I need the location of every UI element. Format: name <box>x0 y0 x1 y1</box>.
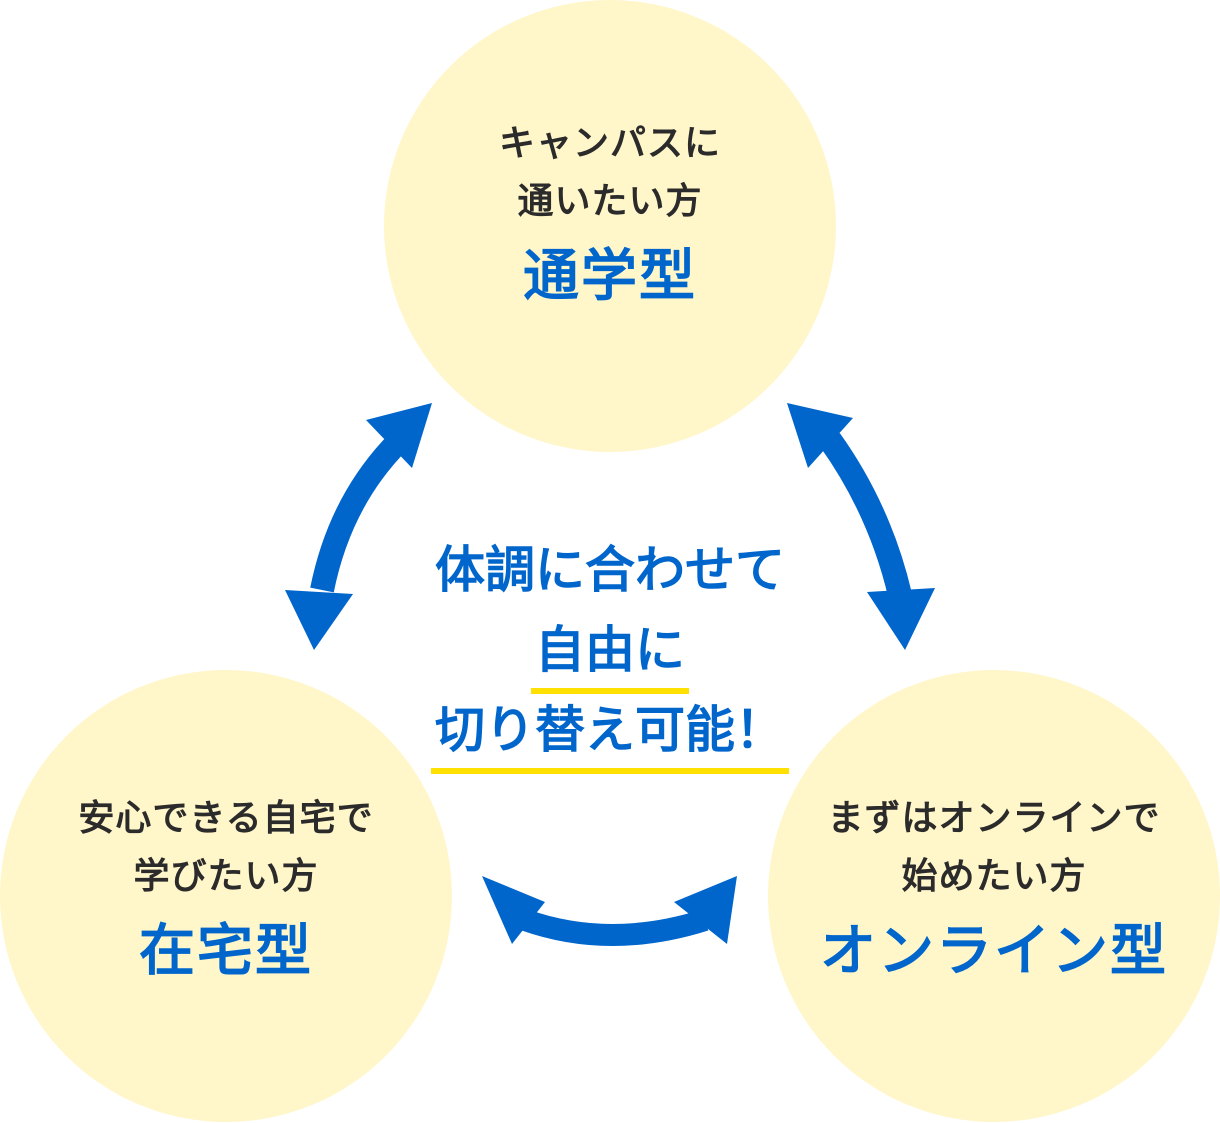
arrow-top-right-head-up <box>787 403 853 468</box>
node-online-desc-line-1: まずはオンラインで <box>827 798 1161 839</box>
arrow-bottom-shaft <box>521 909 709 946</box>
arrow-top-left-head-down <box>285 590 353 650</box>
node-commute-desc-line-2: 通いたい方 <box>517 181 703 222</box>
node-online-title: オンライン型 <box>820 919 1168 984</box>
center-message-line-3: 切り替え可能！ <box>431 690 789 774</box>
node-commute-desc: キャンパスに 通いたい方 <box>499 115 721 231</box>
node-online-desc-line-2: 始めたい方 <box>901 856 1087 897</box>
node-commute-type: キャンパスに 通いたい方 通学型 <box>384 0 836 452</box>
arrow-top-right-head-down <box>867 588 935 650</box>
node-home-type: 安心できる自宅で 学びたい方 在宅型 <box>0 670 452 1122</box>
center-message-line-2: 自由に <box>531 610 689 694</box>
node-online-desc: まずはオンラインで 始めたい方 <box>820 790 1168 906</box>
arrow-top-left-shaft <box>310 431 409 593</box>
node-home-desc-line-1: 安心できる自宅で <box>78 798 374 839</box>
arrow-bottom-head-right <box>674 876 737 944</box>
arrow-top-right <box>787 403 935 650</box>
node-commute-desc-line-1: キャンパスに <box>498 123 721 164</box>
arrow-bottom <box>482 876 737 946</box>
arrow-top-left-head-up <box>366 403 432 468</box>
arrow-top-right-shaft <box>820 433 912 598</box>
node-commute-title: 通学型 <box>522 244 697 309</box>
arrow-bottom-head-left <box>482 876 545 944</box>
center-message-line-1: 体調に合わせて <box>435 541 785 599</box>
node-home-title: 在宅型 <box>139 919 313 984</box>
center-message: 体調に合わせて 自由に 切り替え可能！ <box>400 530 820 774</box>
node-home-desc-line-2: 学びたい方 <box>133 856 319 897</box>
node-online-type: まずはオンラインで 始めたい方 オンライン型 <box>768 670 1220 1122</box>
node-home-desc: 安心できる自宅で 学びたい方 <box>78 790 373 906</box>
arrow-top-left <box>285 403 432 650</box>
